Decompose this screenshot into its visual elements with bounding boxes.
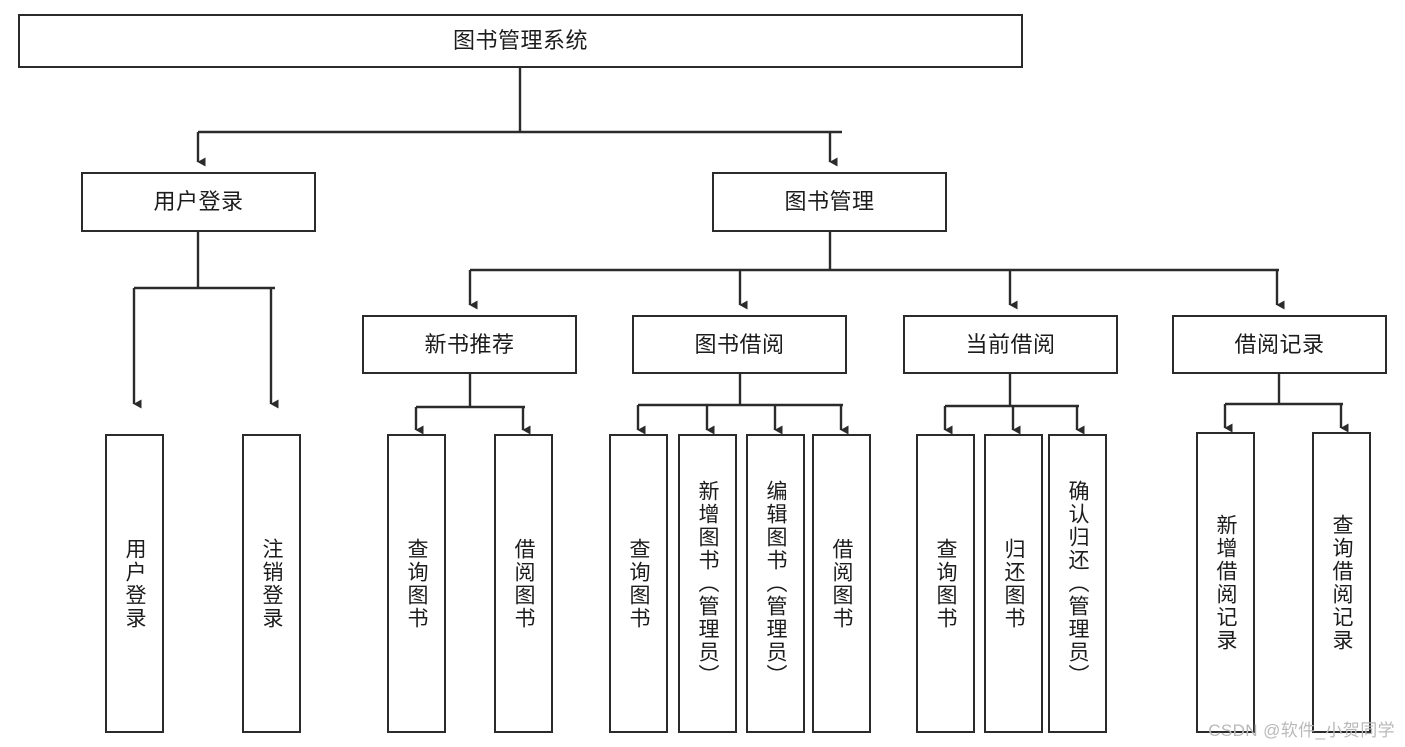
node-book-manage-label: 图书管理 xyxy=(784,189,875,215)
leaf-query-book-2-label: 查询图书 xyxy=(627,537,650,630)
leaf-query-book-1-label: 查询图书 xyxy=(405,537,428,630)
node-current-borrow[interactable]: 当前借阅 xyxy=(903,315,1118,374)
node-borrow-record[interactable]: 借阅记录 xyxy=(1172,315,1387,374)
leaf-borrow-book-1-label: 借阅图书 xyxy=(512,537,535,630)
leaf-borrow-book-2[interactable]: 借阅图书 xyxy=(812,434,871,733)
leaf-query-borrow-record-label: 查询借阅记录 xyxy=(1330,513,1353,652)
leaf-user-login[interactable]: 用户登录 xyxy=(105,434,164,733)
leaf-logout-label: 注销登录 xyxy=(260,537,283,630)
node-current-borrow-label: 当前借阅 xyxy=(965,331,1056,357)
node-book-borrow-label: 图书借阅 xyxy=(694,331,785,357)
leaf-edit-book-admin[interactable]: 编辑图书（管理员） xyxy=(746,434,805,733)
leaf-query-book-1[interactable]: 查询图书 xyxy=(387,434,446,733)
node-borrow-record-label: 借阅记录 xyxy=(1234,331,1325,357)
leaf-user-login-label: 用户登录 xyxy=(123,537,146,630)
leaf-confirm-return-admin[interactable]: 确认归还（管理员） xyxy=(1048,434,1107,733)
watermark: CSDN @软件_小贺同学 xyxy=(1208,721,1395,740)
leaf-add-borrow-record-label: 新增借阅记录 xyxy=(1214,513,1237,652)
node-new-book-recommend[interactable]: 新书推荐 xyxy=(362,315,577,374)
leaf-return-book-label: 归还图书 xyxy=(1002,537,1025,630)
node-book-manage[interactable]: 图书管理 xyxy=(712,172,947,232)
node-user-login-label: 用户登录 xyxy=(153,189,244,215)
leaf-query-book-2[interactable]: 查询图书 xyxy=(609,434,668,733)
leaf-borrow-book-2-label: 借阅图书 xyxy=(830,537,853,630)
leaf-add-book-admin[interactable]: 新增图书（管理员） xyxy=(678,434,737,733)
node-new-book-recommend-label: 新书推荐 xyxy=(424,331,515,357)
leaf-logout[interactable]: 注销登录 xyxy=(242,434,301,733)
node-book-borrow[interactable]: 图书借阅 xyxy=(632,315,847,374)
leaf-confirm-return-admin-label: 确认归还（管理员） xyxy=(1066,480,1089,687)
leaf-query-book-3[interactable]: 查询图书 xyxy=(916,434,975,733)
node-root[interactable]: 图书管理系统 xyxy=(18,14,1023,68)
leaf-return-book[interactable]: 归还图书 xyxy=(984,434,1043,733)
node-root-label: 图书管理系统 xyxy=(452,28,588,54)
leaf-query-borrow-record[interactable]: 查询借阅记录 xyxy=(1312,432,1371,733)
leaf-add-borrow-record[interactable]: 新增借阅记录 xyxy=(1196,432,1255,733)
node-user-login[interactable]: 用户登录 xyxy=(81,172,316,232)
leaf-add-book-admin-label: 新增图书（管理员） xyxy=(696,480,719,687)
leaf-edit-book-admin-label: 编辑图书（管理员） xyxy=(764,480,787,687)
leaf-query-book-3-label: 查询图书 xyxy=(934,537,957,630)
leaf-borrow-book-1[interactable]: 借阅图书 xyxy=(494,434,553,733)
